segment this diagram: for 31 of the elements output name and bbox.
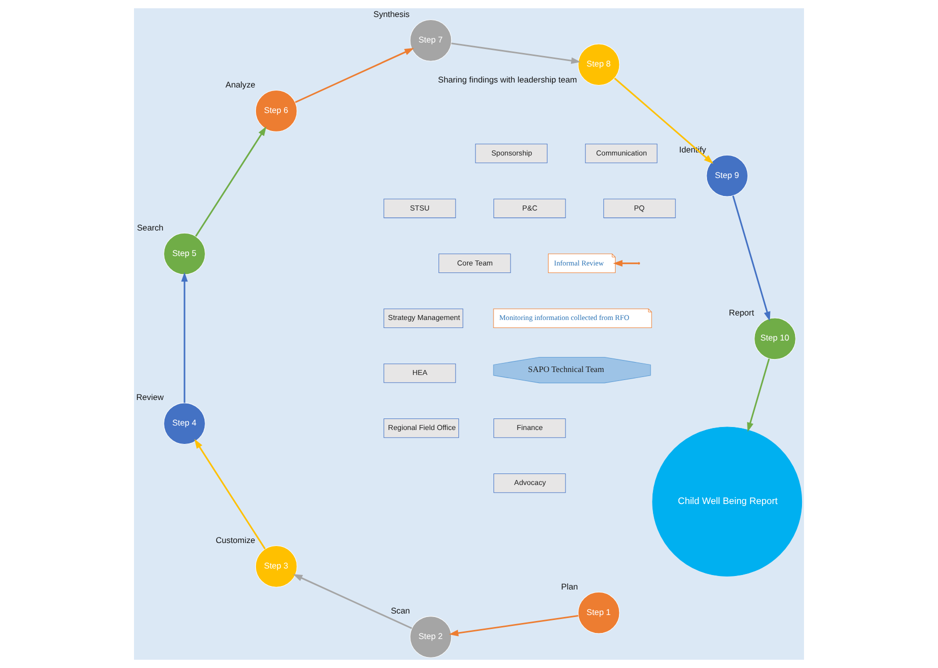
node-label: Report bbox=[728, 307, 754, 318]
arrow bbox=[614, 78, 714, 164]
node-circle: Step 2 bbox=[410, 616, 452, 658]
node-label: Analyze bbox=[226, 80, 256, 90]
node-circle: Step 4 bbox=[164, 402, 206, 445]
node-circle: Child Well Being Report bbox=[652, 426, 802, 577]
arrow bbox=[747, 358, 770, 432]
node-circle: Step 5 bbox=[164, 232, 206, 275]
arrow bbox=[613, 260, 638, 267]
node-circle: Step 3 bbox=[255, 546, 298, 588]
arrow bbox=[448, 615, 578, 636]
node-label: Scan bbox=[390, 606, 410, 616]
node-circle: Step 1 bbox=[578, 592, 620, 634]
node-circle: Step 10 bbox=[754, 318, 796, 360]
arrow bbox=[451, 42, 581, 64]
node-label: Synthesis bbox=[373, 9, 410, 20]
node-circle: Step 6 bbox=[255, 90, 298, 132]
arrow bbox=[732, 196, 770, 322]
arrow bbox=[293, 574, 412, 630]
node-label: Search bbox=[136, 222, 164, 232]
arrow bbox=[181, 272, 188, 403]
node-label: Plan bbox=[561, 581, 578, 592]
node-circle: Step 7 bbox=[410, 20, 452, 62]
arrow bbox=[195, 126, 266, 237]
node-label: Sharing findings with leadership team bbox=[438, 74, 577, 85]
arrow bbox=[194, 439, 266, 550]
node-circle: Step 9 bbox=[706, 154, 748, 197]
node-circle: Step 8 bbox=[578, 44, 620, 86]
node-label: Review bbox=[136, 392, 164, 402]
node-label: Customize bbox=[216, 535, 256, 546]
arrow bbox=[294, 48, 414, 104]
